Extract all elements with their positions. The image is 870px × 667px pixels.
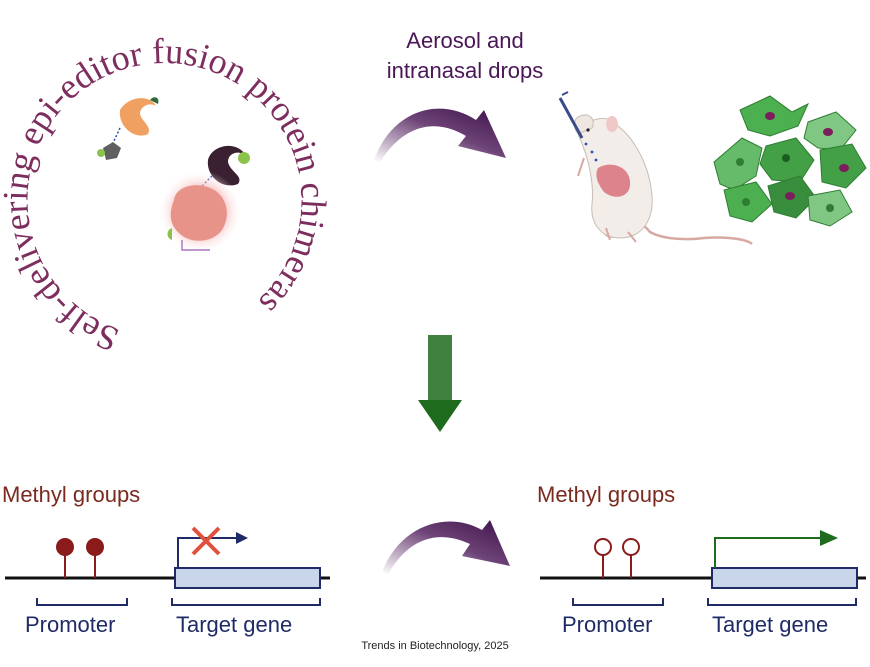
credit-line: Trends in Biotechnology, 2025 — [361, 640, 509, 652]
target-gene-box — [711, 567, 858, 589]
methyl-group-filled — [86, 538, 104, 556]
methyl-group-empty — [594, 538, 612, 556]
gene-diagram-active — [540, 530, 866, 606]
reactivation-arrow — [382, 520, 510, 574]
gene-diagram-silenced — [5, 526, 330, 606]
methyl-label-right: Methyl groups — [537, 482, 676, 507]
delivery-label: Aerosol and intranasal drops — [375, 26, 555, 86]
fusion-protein-dark-icon — [158, 145, 250, 254]
target-gene-label-right: Target gene — [712, 612, 829, 637]
fusion-protein-orange-icon — [97, 97, 159, 160]
cells-icon — [713, 95, 867, 227]
mouse-icon — [558, 91, 753, 246]
methyl-label-left: Methyl groups — [2, 482, 141, 507]
cross-icon — [191, 526, 221, 556]
target-gene-label-left: Target gene — [176, 612, 293, 637]
delivery-arrow — [374, 108, 506, 162]
promoter-label-right: Promoter — [562, 612, 653, 637]
methyl-group-empty — [622, 538, 640, 556]
target-gene-box — [174, 567, 321, 589]
methyl-group-filled — [56, 538, 74, 556]
delivery-label-line-1: Aerosol and — [406, 28, 524, 53]
promoter-label-left: Promoter — [25, 612, 116, 637]
delivery-label-line-2: intranasal drops — [386, 58, 544, 83]
down-arrow-green — [418, 335, 462, 432]
